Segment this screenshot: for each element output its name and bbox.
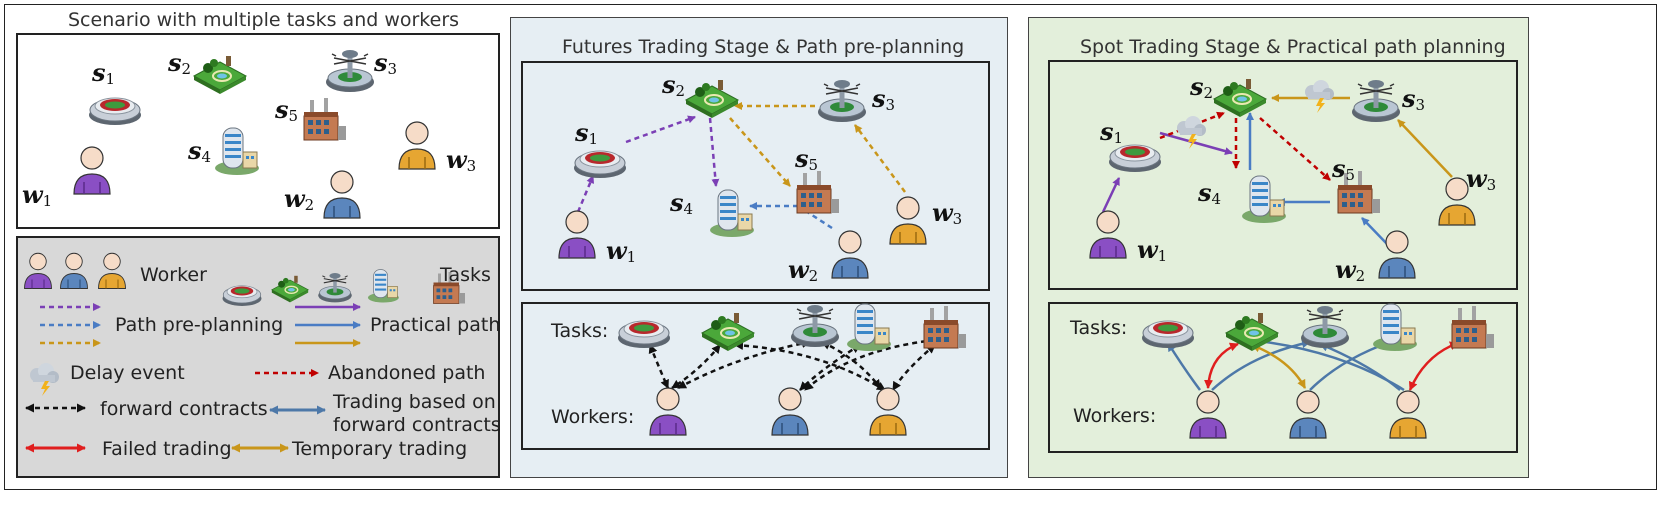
spot-tasks-label: Tasks: (1070, 317, 1128, 339)
worker-1-icon (558, 210, 596, 259)
trade-s2-w2-temp (1251, 343, 1307, 389)
contract-s1-w1 (648, 344, 670, 389)
legend-forward-label: forward contracts (100, 398, 268, 420)
worker-3-icon (889, 196, 927, 245)
label-s1: s1 (92, 58, 116, 88)
worker-1-icon (73, 146, 111, 195)
legend-abandoned-label: Abandoned path (328, 362, 486, 384)
label-w1: w1 (606, 236, 637, 266)
trade-s3-w3 (1319, 342, 1401, 391)
preplan-s2-s4 (708, 117, 720, 187)
label-s3: s3 (374, 48, 398, 78)
practical-w3-s3 (1397, 119, 1453, 178)
label-s4: s4 (670, 188, 694, 218)
worker-3-icon (869, 387, 907, 436)
legend-temporary-label: Temporary trading (292, 438, 468, 460)
label-w2: w2 (1335, 255, 1366, 285)
futures-path-box (521, 61, 990, 291)
label-w2: w2 (284, 184, 315, 214)
label-w3: w3 (1466, 164, 1497, 194)
worker-2-icon (59, 252, 89, 290)
label-w3: w3 (446, 145, 477, 175)
legend-failed-label: Failed trading (102, 438, 232, 460)
label-s2: s2 (168, 48, 192, 78)
contract-s5-w3 (891, 344, 936, 391)
preplan-w2-s4 (797, 204, 833, 230)
contract-s2-w1 (671, 344, 721, 390)
practical-s1-s4 (1159, 131, 1233, 155)
spot-path-box (1048, 60, 1518, 290)
worker-2-icon (771, 387, 809, 436)
spot-trading-box (1048, 302, 1518, 453)
label-s1: s1 (1100, 117, 1124, 147)
abandoned-s1-s2 (1159, 111, 1225, 140)
worker-2-icon (323, 170, 361, 219)
practical-w2-s5 (1361, 217, 1389, 246)
label-s5: s5 (275, 95, 299, 125)
label-w1: w1 (1137, 235, 1168, 265)
futures-trading-box (521, 302, 990, 450)
contract-s5-w2 (804, 336, 936, 391)
label-s2: s2 (1190, 72, 1214, 102)
label-s5: s5 (795, 144, 819, 174)
label-s3: s3 (1402, 84, 1426, 114)
spot-stage-title: Spot Trading Stage & Practical path plan… (1080, 36, 1506, 58)
label-s4: s4 (1198, 178, 1222, 208)
futures-workers-label: Workers: (551, 406, 635, 428)
practical-w1-s1 (1101, 177, 1121, 213)
label-s4: s4 (188, 136, 212, 166)
label-w3: w3 (932, 198, 963, 228)
preplan-w3-s3 (853, 124, 907, 193)
legend-worker-label: Worker (140, 264, 207, 286)
worker-2-icon (831, 230, 869, 279)
label-w2: w2 (788, 255, 819, 285)
label-w1: w1 (22, 180, 53, 210)
worker-3-icon (97, 252, 127, 290)
futures-stage-title: Futures Trading Stage & Path pre-plannin… (562, 36, 965, 58)
futures-tasks-label: Tasks: (551, 320, 609, 342)
preplan-w1-s1 (576, 175, 595, 213)
spot-workers-label: Workers: (1073, 405, 1157, 427)
legend-tasks-label: Tasks (440, 264, 491, 286)
legend-trading-forward-label-1: Trading based on (333, 391, 496, 413)
worker-1-icon (1189, 390, 1227, 439)
worker-2-icon (1289, 390, 1327, 439)
scenario-panel (16, 33, 500, 229)
worker-1-icon (649, 387, 687, 436)
preplan-s2-s5 (729, 117, 791, 187)
scenario-title: Scenario with multiple tasks and workers (68, 9, 460, 31)
worker-2-icon (1378, 230, 1416, 279)
legend-trading-forward-label-2: forward contracts (333, 414, 501, 436)
legend-practical-label: Practical path (370, 314, 501, 336)
label-s5: s5 (1332, 154, 1356, 184)
legend-preplanning-label: Path pre-planning (115, 314, 284, 336)
worker-1-icon (1089, 210, 1127, 259)
trade-s2-w1-failed (1203, 342, 1239, 389)
outer-frame (4, 4, 1657, 490)
worker-1-icon (23, 252, 53, 290)
label-s2: s2 (662, 70, 686, 100)
worker-3-icon (1389, 390, 1427, 439)
worker-3-icon (398, 121, 436, 170)
label-s3: s3 (872, 84, 896, 114)
label-s1: s1 (575, 118, 599, 148)
legend-panel (16, 236, 500, 478)
abandoned-s2-s5 (1259, 117, 1331, 181)
preplan-s1-s2 (625, 115, 696, 144)
legend-delay-label: Delay event (70, 362, 185, 384)
